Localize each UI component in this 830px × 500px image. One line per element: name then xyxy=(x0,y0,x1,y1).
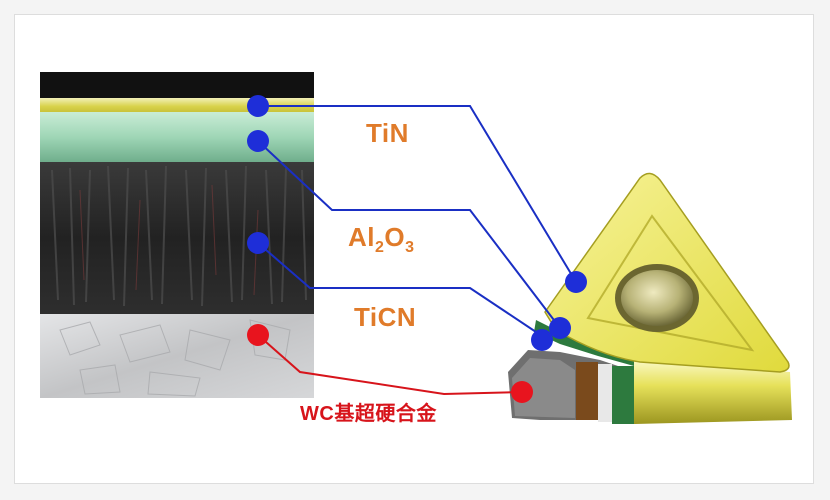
tin-layer-band xyxy=(40,98,314,112)
wc-substrate-band xyxy=(40,314,314,398)
leader-lines xyxy=(257,105,577,337)
dot-wc-micrograph xyxy=(247,324,269,346)
insert-brown-layer xyxy=(576,362,598,420)
leader-al2o3 xyxy=(257,140,561,329)
dot-ticn-micrograph xyxy=(247,232,269,254)
marker-dots xyxy=(247,95,587,351)
dot-tin-insert xyxy=(565,271,587,293)
dot-al2o3-micrograph xyxy=(247,130,269,152)
cutting-insert xyxy=(508,172,792,424)
micrograph xyxy=(40,72,314,398)
dot-wc-insert xyxy=(511,381,533,403)
dot-ticn-insert xyxy=(531,329,553,351)
ticn-layer-band xyxy=(40,162,314,314)
label-tin: TiN xyxy=(366,118,409,148)
al2o3-layer-band xyxy=(40,112,314,162)
label-wc-substrate: WC基超硬合金 xyxy=(300,403,437,425)
ticn-grain-texture xyxy=(51,165,307,307)
dot-al2o3-insert xyxy=(549,317,571,339)
label-ticn: TiCN xyxy=(354,302,417,332)
label-al2o3: Al2O3 xyxy=(348,222,415,256)
leader-ticn xyxy=(257,242,543,337)
leader-wc xyxy=(257,334,523,396)
insert-green-layer xyxy=(612,366,634,424)
leader-tin xyxy=(258,105,577,283)
dot-tin-micrograph xyxy=(247,95,269,117)
